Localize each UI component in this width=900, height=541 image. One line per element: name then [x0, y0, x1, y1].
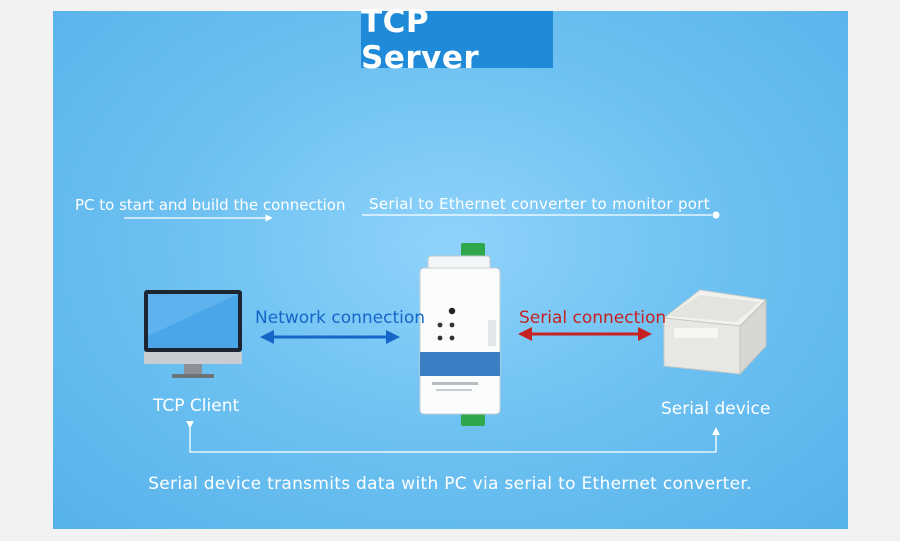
tcp-client-label: TCP Client — [153, 396, 240, 416]
serial-connection-label: Serial connection — [519, 308, 667, 328]
converter-monitor-dot — [712, 211, 720, 219]
printer-icon — [662, 289, 768, 376]
converter-device-icon — [419, 243, 501, 426]
caption-pc-start: PC to start and build the connection — [75, 196, 346, 214]
footer-caption: Serial device transmits data with PC via… — [148, 474, 752, 494]
caption-converter-monitor: Serial to Ethernet converter to monitor … — [369, 195, 710, 213]
title-text: TCP Server — [361, 3, 480, 76]
title-banner: TCP Server — [361, 4, 553, 76]
transmission-loop — [186, 420, 720, 453]
monitor-icon — [144, 290, 242, 378]
network-arrow — [260, 330, 400, 344]
serial-arrow — [518, 327, 652, 341]
serial-device-label: Serial device — [661, 399, 771, 419]
network-connection-label: Network connection — [255, 308, 426, 328]
